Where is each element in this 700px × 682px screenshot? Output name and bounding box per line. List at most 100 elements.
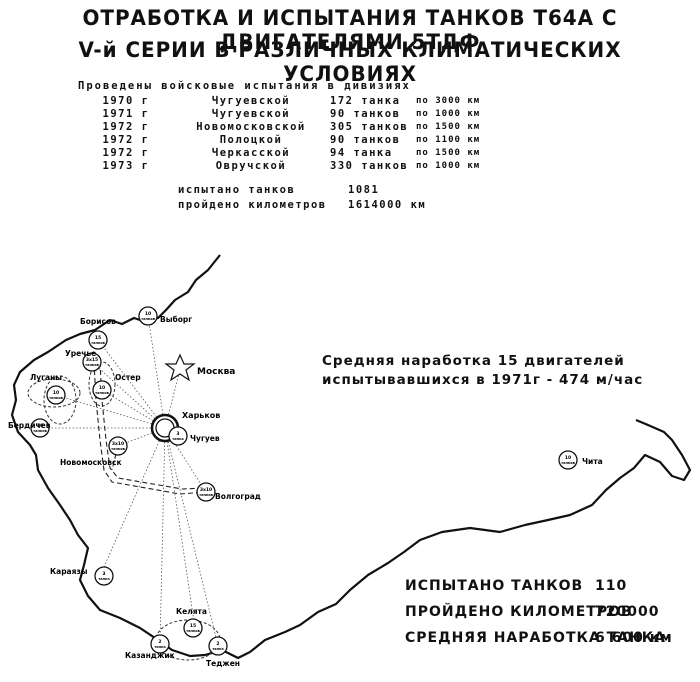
tests-cell-km: по 1500 км [416,121,481,132]
city-label: Выборг [160,315,192,324]
city-badge-text: танков [111,447,126,451]
city-label: Остер [115,373,141,382]
summary-avg-label: СРЕДНЯЯ НАРАБОТКА ТАНКА [405,630,667,646]
tests-tested-value: 1081 [348,184,380,196]
city-badge-circle [30,418,50,438]
tests-cell-year: 1972 г [102,146,150,159]
city-badge-circle [88,330,108,350]
city-label: Чита [582,457,603,466]
summary-km-value: 720000 [595,604,660,620]
city-badge-text: танков [33,429,48,433]
city-badge-text: танка [212,647,224,651]
city-badge-text: танка [98,577,110,581]
city-badge-circle [108,436,128,456]
tests-cell-tanks: 330 танков [330,159,409,172]
tests-km-value: 1614000 км [348,199,427,211]
tests-tested-label: испытано танков [178,184,296,196]
city-badge-circle [558,450,578,470]
avg-note-line2: испытывавшихся в 1971г - 474 м/час [322,372,644,388]
city-badge-text: танков [49,396,64,400]
city-badge-text: танков [85,363,100,367]
city-label: Караязы [50,567,88,576]
tests-cell-year: 1972 г [102,120,150,133]
city-badge-text: 10 [99,385,105,391]
summary-avg-row: СРЕДНЯЯ НАРАБОТКА ТАНКА 6 600 км [405,630,672,656]
city-badge-text: танков [186,629,201,633]
tests-cell-tanks: 90 танков [330,133,401,146]
city-badge-text: 15 [95,335,101,341]
city-badge-circle [168,426,188,446]
tests-cell-km: по 3000 км [416,95,481,106]
city-badge-text: 10 [37,423,43,429]
city-badge-text: 2 [216,641,219,647]
tests-row: 1972 г Новомосковской 305 танков по 1500 км [78,120,482,133]
city-badge-circle [196,482,216,502]
city-label: Келята [176,607,207,616]
city-badge-circle [138,306,158,326]
city-badge-circle [82,352,102,372]
tests-cell-division: Новомосковской [196,120,306,133]
city-badge-text: танков [91,341,106,345]
city-badge-text: танков [199,493,214,497]
city-badge-circle [183,618,203,638]
summary-km-row: ПРОЙДЕНО КИЛОМЕТРОВ 720000 [405,604,666,630]
city-badge-text: 3х10 [200,487,212,493]
city-badge-text: танка [154,645,166,649]
city-label: Казанджик [125,651,175,660]
tests-header: Проведены войсковые испытания в дивизиях [78,80,411,92]
city-badge-circle [94,566,114,586]
western-border [10,254,251,660]
tests-cell-km: по 1100 км [416,134,481,145]
city-badge-text: танка [172,437,184,441]
city-badge-text: танков [141,317,156,321]
city-badge-text: танков [95,391,110,395]
summary-km-label: ПРОЙДЕНО КИЛОМЕТРОВ [405,604,633,620]
city-badge-text: 10 [565,455,571,461]
city-badge-circle [46,385,66,405]
tests-cell-division: Полоцкой [219,133,283,146]
city-badge-circle [208,636,228,656]
tests-cell-km: по 1000 км [416,108,481,119]
city-label: Волгоград [215,492,261,501]
route-lines [40,315,219,647]
city-label-moscow: Москва [197,367,235,377]
southern-border [249,418,692,653]
tests-cell-division: Чугуевской [211,107,291,120]
city-label: Уречье [65,349,96,358]
summary-avg-value: 6 600 км [595,630,673,646]
tests-cell-year: 1972 г [102,133,150,146]
tests-cell-tanks: 94 танка [330,146,393,159]
tests-km-label: пройдено километров [178,199,327,211]
city-badge-text: 3 [176,431,179,437]
city-badge-text: 15 [190,623,196,629]
tests-cell-tanks: 90 танков [330,107,401,120]
city-badge-text: 10 [53,390,59,396]
city-label: Бердичев [8,421,51,430]
tests-cell-tanks: 305 танков [330,120,409,133]
summary-block: ИСПЫТАНО ТАНКОВ 110 ПРОЙДЕНО КИЛОМЕТРОВ … [405,578,672,656]
tests-cell-km: по 1500 км [416,147,481,158]
tests-cell-division: Овручской [215,159,287,172]
city-label-kharkov: Харьков [182,411,220,420]
moscow-star-icon [164,353,196,382]
city-label: Чугуев [190,434,220,443]
tests-cell-tanks: 172 танка [330,94,401,107]
city-label: Луганы [30,373,62,382]
division-tests-block: Проведены войсковые испытания в дивизиях… [78,80,482,172]
